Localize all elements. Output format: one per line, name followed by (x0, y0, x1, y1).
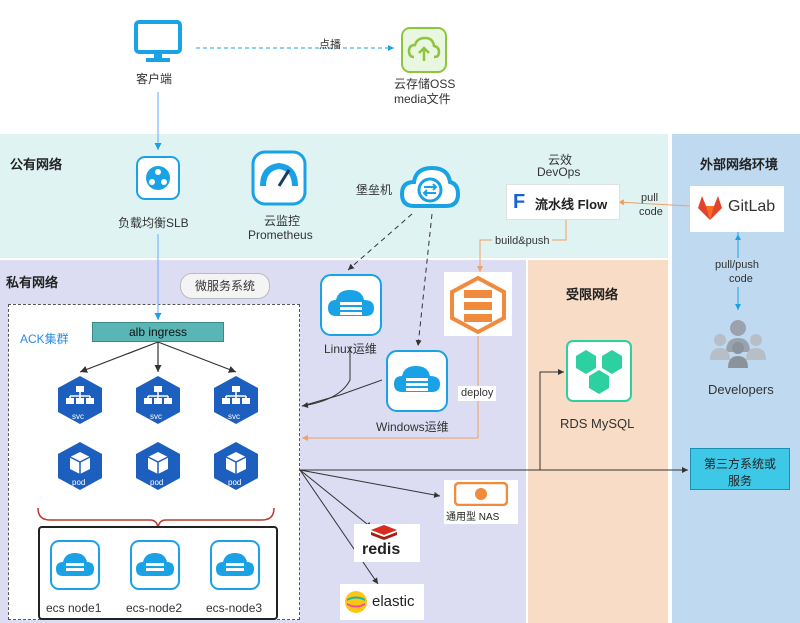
ecs-node-label-2: ecs-node2 (126, 601, 183, 615)
svc-icon-2[interactable] (132, 374, 184, 426)
developers-icon (708, 318, 768, 368)
elastic-box[interactable]: elastic (340, 584, 424, 620)
pod-icon-2[interactable] (132, 440, 184, 492)
bastion-cloud-icon[interactable] (398, 160, 462, 214)
svc-label-2: svc (150, 412, 162, 421)
thirdparty-label-line2: 服务 (727, 474, 752, 488)
devops-label-line1: 云效 (548, 153, 573, 167)
alb-ingress-box[interactable]: alb ingress (92, 322, 224, 342)
flow-pipeline-box[interactable]: F 流水线 Flow (506, 184, 620, 220)
pull-code-label-line1: pull (641, 192, 659, 204)
pull-code-label-line2: code (639, 206, 663, 218)
svc-label-1: svc (72, 412, 84, 421)
svc-icon-1[interactable] (54, 374, 106, 426)
gitlab-label: GitLab (728, 198, 776, 215)
linux-label: Linux运维 (324, 342, 377, 356)
playback-label: 点播 (319, 39, 341, 51)
ecs-node-icon-1[interactable] (50, 540, 100, 590)
gauge-icon[interactable] (251, 150, 307, 206)
gitlab-box[interactable]: GitLab (690, 186, 784, 232)
pod-icon-3[interactable] (210, 440, 262, 492)
deploy-label: deploy (458, 386, 497, 401)
flow-f-icon: F (513, 191, 526, 213)
ecs-node-label-1: ecs node1 (46, 601, 102, 615)
ecs-node-label-3: ecs-node3 (206, 601, 263, 615)
elastic-label: elastic (372, 593, 415, 610)
oss-label-line2: media文件 (394, 92, 451, 106)
microservice-badge: 微服务系统 (180, 273, 270, 299)
slb-icon[interactable] (136, 156, 180, 200)
redis-label: redis (362, 541, 401, 558)
nas-icon (454, 482, 508, 506)
ecs-node-icon-2[interactable] (130, 540, 180, 590)
monitor-label-line2: Prometheus (248, 228, 313, 242)
elastic-icon (344, 590, 368, 614)
nas-box[interactable]: 通用型 NAS (444, 480, 518, 524)
monitor-label-line1: 云监控 (264, 214, 301, 228)
gitlab-fox-icon (696, 194, 724, 222)
restricted-network-zone (528, 260, 668, 623)
client-label: 客户端 (136, 72, 173, 86)
developers-label: Developers (708, 382, 774, 397)
bastion-label: 堡垒机 (356, 183, 393, 197)
restricted-network-label: 受限网络 (566, 287, 619, 302)
pullpush-label-line2: code (726, 272, 756, 287)
slb-label: 负载均衡SLB (118, 216, 189, 230)
svc-label-3: svc (228, 412, 240, 421)
oss-storage-icon[interactable] (401, 27, 447, 73)
rds-label: RDS MySQL (560, 416, 635, 431)
build-push-label: build&push (492, 234, 553, 249)
svc-icon-3[interactable] (210, 374, 262, 426)
client-monitor-icon[interactable] (134, 20, 182, 64)
pod-label-3: pod (228, 478, 242, 487)
windows-cloud-icon[interactable] (386, 350, 448, 412)
external-network-label: 外部网络环境 (700, 157, 779, 172)
thirdparty-box[interactable]: 第三方系统或 服务 (690, 448, 790, 490)
ecs-node-icon-3[interactable] (210, 540, 260, 590)
devops-label-line2: DevOps (537, 165, 581, 179)
pullpush-label-line1: pull/push (712, 258, 763, 273)
nas-label: 通用型 NAS (446, 512, 500, 523)
oss-label-line1: 云存储OSS (394, 77, 456, 91)
public-network-label: 公有网络 (10, 157, 63, 172)
thirdparty-label-line1: 第三方系统或 (703, 457, 776, 471)
container-registry-icon[interactable] (444, 272, 512, 336)
redis-box[interactable]: redis (354, 524, 420, 562)
redis-icon (370, 524, 398, 542)
pod-label-2: pod (150, 478, 164, 487)
flow-label: 流水线 Flow (535, 197, 608, 212)
private-network-label: 私有网络 (6, 275, 59, 290)
windows-label: Windows运维 (376, 420, 449, 434)
ack-cluster-label: ACK集群 (20, 332, 69, 346)
linux-cloud-icon[interactable] (320, 274, 382, 336)
pod-label-1: pod (72, 478, 86, 487)
rds-mysql-icon[interactable] (566, 340, 632, 402)
pod-icon-1[interactable] (54, 440, 106, 492)
